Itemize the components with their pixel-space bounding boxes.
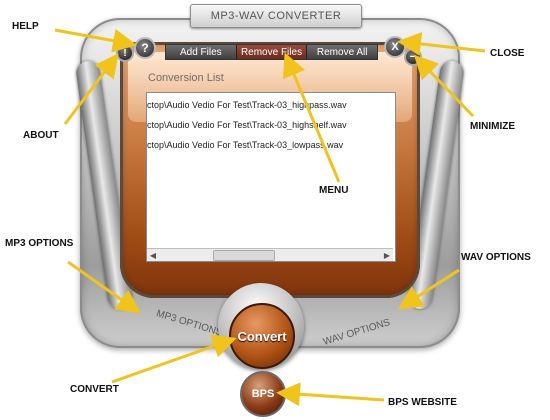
wav-options-annotation: WAV OPTIONS — [461, 252, 531, 263]
close-annotation: CLOSE — [490, 48, 525, 59]
list-item[interactable]: ctop\Audio Vedio For Test\Track-03_highs… — [147, 120, 347, 130]
mp3-options-annotation: MP3 OPTIONS — [5, 238, 74, 249]
convert-button[interactable]: Convert — [229, 303, 295, 369]
list-item[interactable]: ctop\Audio Vedio For Test\Track-03_lowpa… — [147, 140, 344, 150]
about-annotation: ABOUT — [23, 130, 59, 141]
bps-website-button[interactable]: BPS — [240, 371, 286, 417]
remove-files-button[interactable]: Remove Files — [236, 45, 308, 59]
add-files-button[interactable]: Add Files — [166, 45, 237, 59]
bps-website-arrow — [276, 382, 385, 407]
conversion-list[interactable]: ctop\Audio Vedio For Test\Track-03_highp… — [146, 92, 396, 262]
list-item[interactable]: ctop\Audio Vedio For Test\Track-03_highp… — [147, 100, 347, 110]
about-button[interactable]: ! — [116, 44, 134, 62]
remove-all-button[interactable]: Remove All — [307, 45, 378, 59]
close-button[interactable]: X — [384, 36, 406, 58]
menu-bar: Add Files Remove Files Remove All — [165, 44, 378, 60]
conversion-list-label: Conversion List — [148, 72, 224, 84]
help-button[interactable]: ? — [134, 37, 156, 59]
scroll-left-icon[interactable]: ◀ — [149, 250, 157, 260]
menu-annotation: MENU — [319, 185, 349, 196]
convert-annotation: CONVERT — [70, 384, 119, 395]
scroll-thumb[interactable] — [213, 250, 275, 261]
app-title: MP3-WAV CONVERTER — [190, 4, 362, 28]
minimize-button[interactable]: − — [404, 48, 422, 66]
scroll-right-icon[interactable]: ▶ — [383, 250, 391, 260]
help-annotation: HELP — [12, 21, 39, 32]
horizontal-scrollbar[interactable]: ◀ ▶ — [147, 248, 393, 261]
bps-website-annotation: BPS WEBSITE — [388, 397, 457, 408]
minimize-annotation: MINIMIZE — [470, 121, 515, 132]
